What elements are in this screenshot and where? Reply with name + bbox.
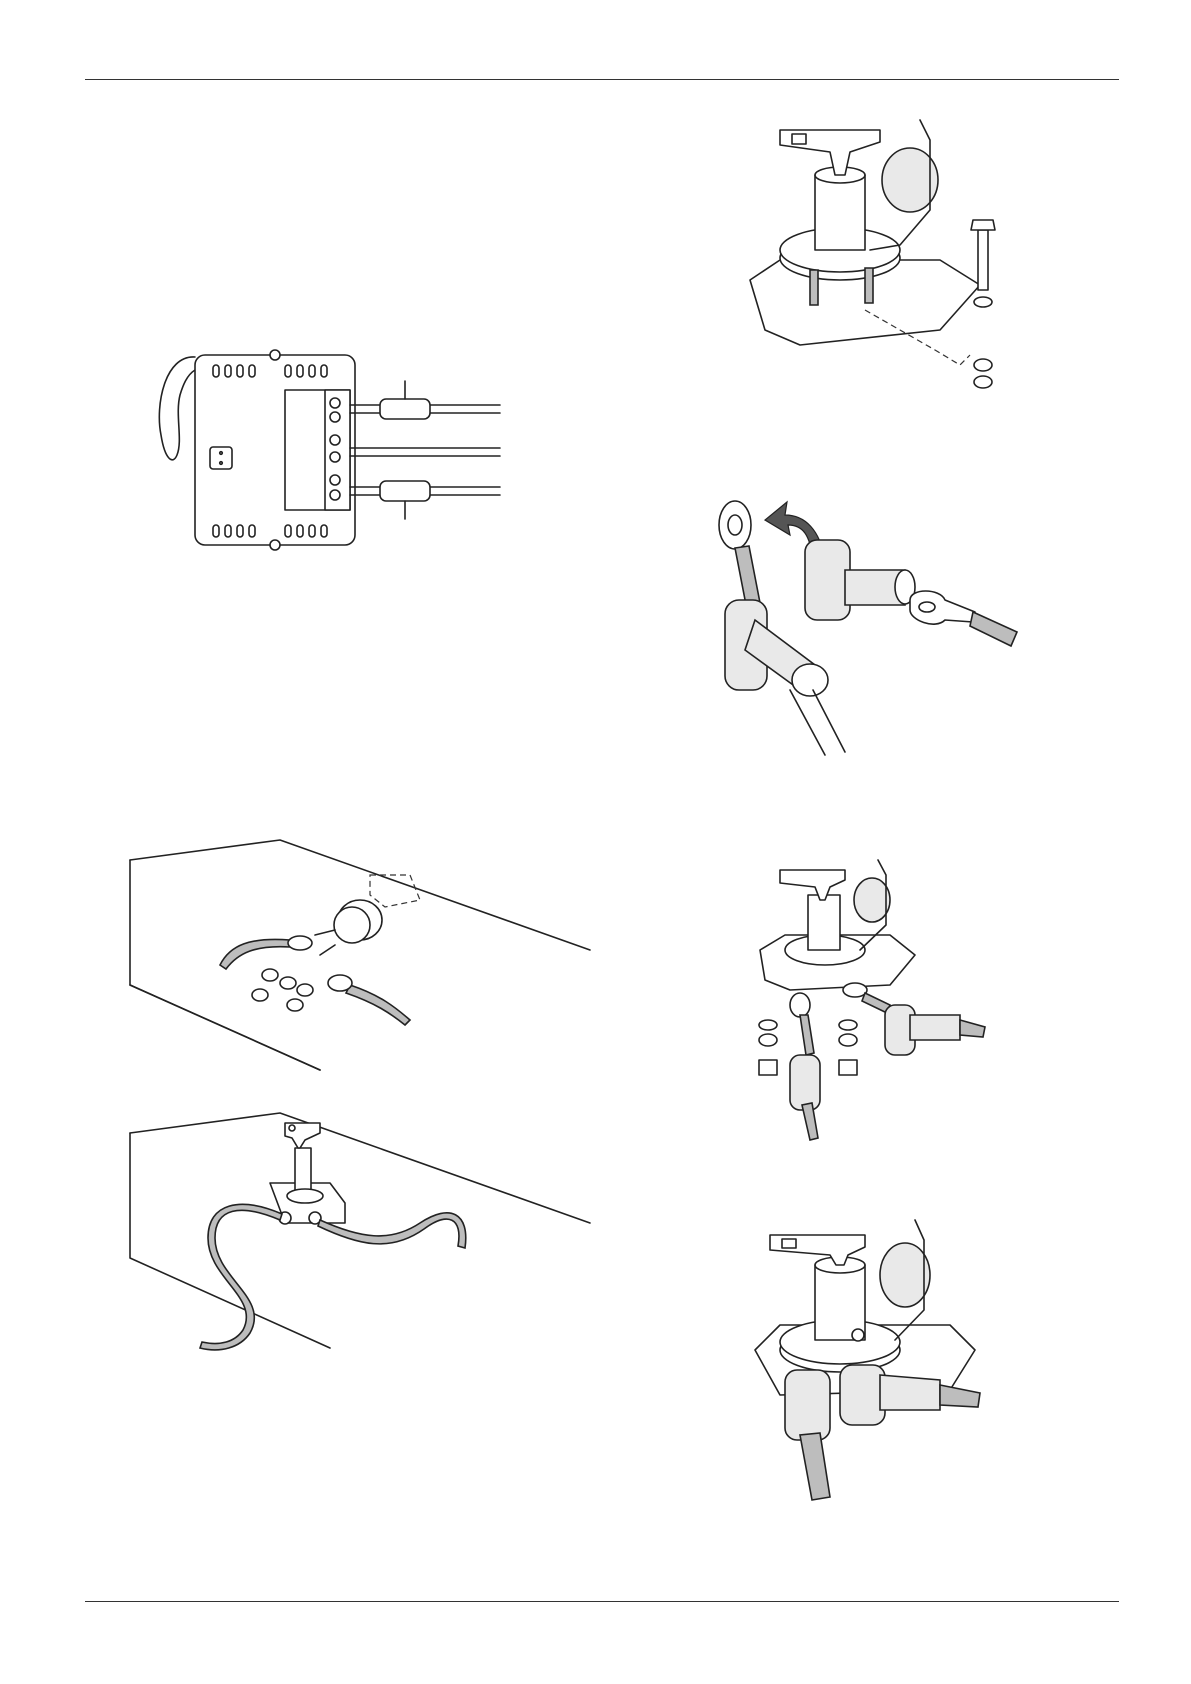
switch-installed-covers-illustration: [740, 1215, 1010, 1505]
switch-terminal-assembly-illustration: [740, 855, 1010, 1145]
header-rule: [85, 79, 1119, 80]
bracket-switch-installed-illustration: [120, 1108, 590, 1358]
footer-rule: [85, 1601, 1119, 1602]
charger-wiring-illustration: [155, 345, 500, 560]
cable-lug-cover-illustration: [705, 490, 1025, 760]
switch-bolt-mounting-illustration: [740, 110, 1010, 400]
panel-switch-wiring-illustration: [120, 835, 590, 1085]
